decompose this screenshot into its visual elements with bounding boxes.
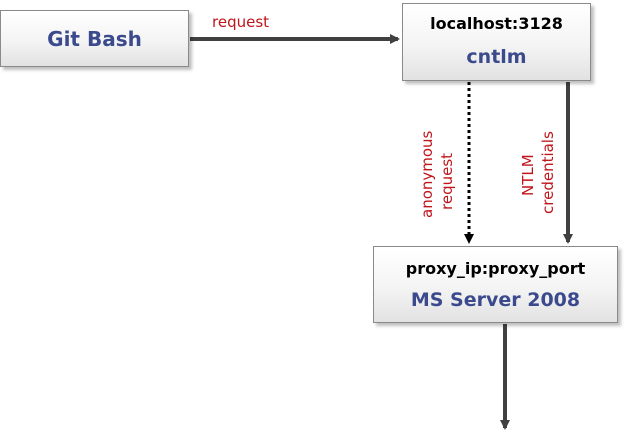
ms-server-address: proxy_ip:proxy_port bbox=[405, 259, 586, 278]
cntlm-title: cntlm bbox=[466, 46, 527, 68]
ms-server-title: MS Server 2008 bbox=[410, 289, 581, 311]
cntlm-node: localhost:3128 cntlm bbox=[402, 3, 591, 81]
ntlm-credentials-label: NTLM credentials bbox=[519, 131, 557, 214]
ms-server-node: proxy_ip:proxy_port MS Server 2008 bbox=[373, 246, 618, 323]
svg-text:credentials: credentials bbox=[539, 131, 557, 214]
anonymous-request-label: anonymous request bbox=[418, 130, 456, 218]
svg-text:anonymous: anonymous bbox=[418, 130, 436, 218]
git-bash-node: Git Bash bbox=[0, 10, 189, 67]
cntlm-address: localhost:3128 bbox=[430, 14, 563, 33]
request-label: request bbox=[212, 13, 269, 31]
svg-text:request: request bbox=[438, 153, 456, 210]
svg-text:NTLM: NTLM bbox=[519, 154, 537, 196]
git-bash-title: Git Bash bbox=[47, 27, 142, 51]
